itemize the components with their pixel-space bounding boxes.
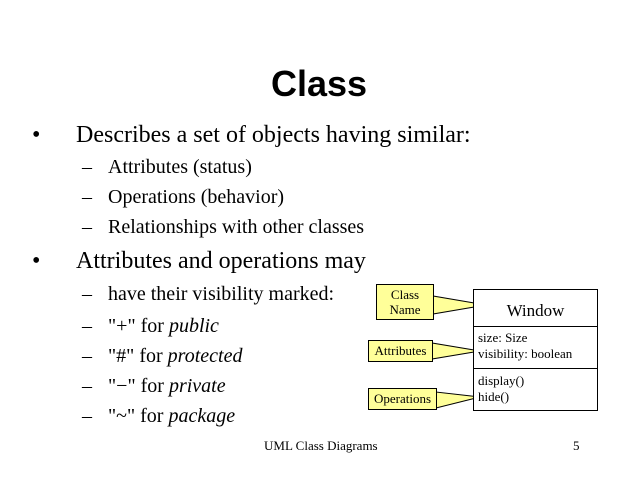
dash-glyph: – [82, 375, 92, 397]
dash-glyph: – [82, 156, 92, 178]
slide-title: Class [270, 63, 368, 104]
class-attributes: size: Size visibility: boolean [478, 330, 573, 361]
uml-class-box: Window size: Size visibility: boolean di… [473, 289, 598, 411]
bullet-1-text: Describes a set of objects having simila… [76, 122, 471, 148]
attributes-divider [474, 368, 597, 369]
dash-glyph: – [82, 283, 92, 305]
attributes-callout: Attributes [368, 340, 433, 362]
dash-glyph: – [82, 315, 92, 337]
dash-glyph: – [82, 216, 92, 238]
name-divider [474, 326, 597, 327]
dash-glyph: – [82, 405, 92, 427]
class-name: Window [506, 301, 565, 320]
dash-glyph: – [82, 186, 92, 208]
footer-title: UML Class Diagrams [264, 438, 378, 453]
operations-callout: Operations [368, 388, 437, 410]
dash-glyph: – [82, 345, 92, 367]
bullet-2-text: Attributes and operations may [76, 248, 366, 274]
bullet-dot: • [32, 122, 41, 148]
class-name-callout: Class Name [376, 284, 434, 320]
bullet-dot: • [32, 248, 41, 274]
page-number: 5 [573, 438, 580, 453]
class-operations: display() hide() [478, 373, 525, 404]
